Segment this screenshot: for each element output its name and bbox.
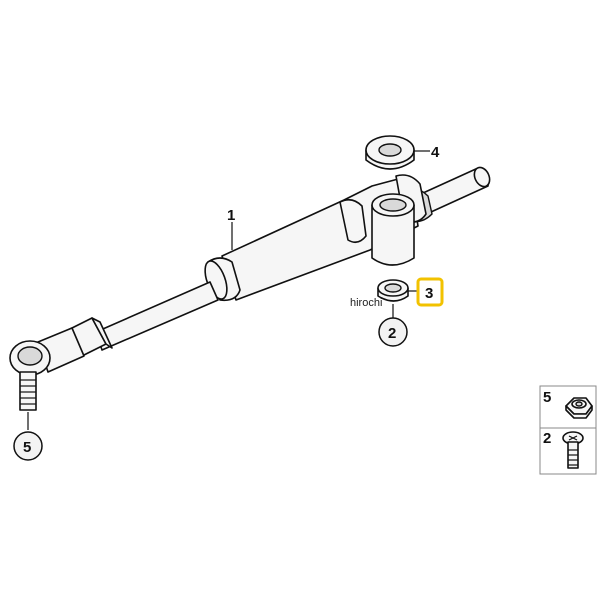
top-washer (365, 135, 430, 170)
legend-nut-number: 5 (543, 389, 551, 406)
callout-2: 2 (388, 325, 396, 342)
piston-rod (95, 281, 219, 351)
callout-1: 1 (227, 207, 235, 224)
damper-body (204, 174, 427, 302)
hex-nut-icon (565, 397, 593, 419)
watermark: hirochi (350, 297, 382, 309)
rod-end-eye (9, 327, 85, 411)
bushing (377, 279, 420, 318)
hardware-legend: 5 2 (539, 385, 597, 475)
callout-5-circle[interactable] (13, 431, 43, 461)
callout-3-highlight[interactable] (416, 277, 444, 307)
button-bolt-icon (562, 431, 584, 469)
callout-5: 5 (23, 439, 31, 456)
callout-2-circle[interactable] (378, 317, 408, 347)
callout-4: 4 (431, 144, 440, 161)
legend-bolt-number: 2 (543, 430, 551, 447)
callout-3: 3 (425, 285, 433, 302)
mount-sleeve (371, 193, 415, 266)
